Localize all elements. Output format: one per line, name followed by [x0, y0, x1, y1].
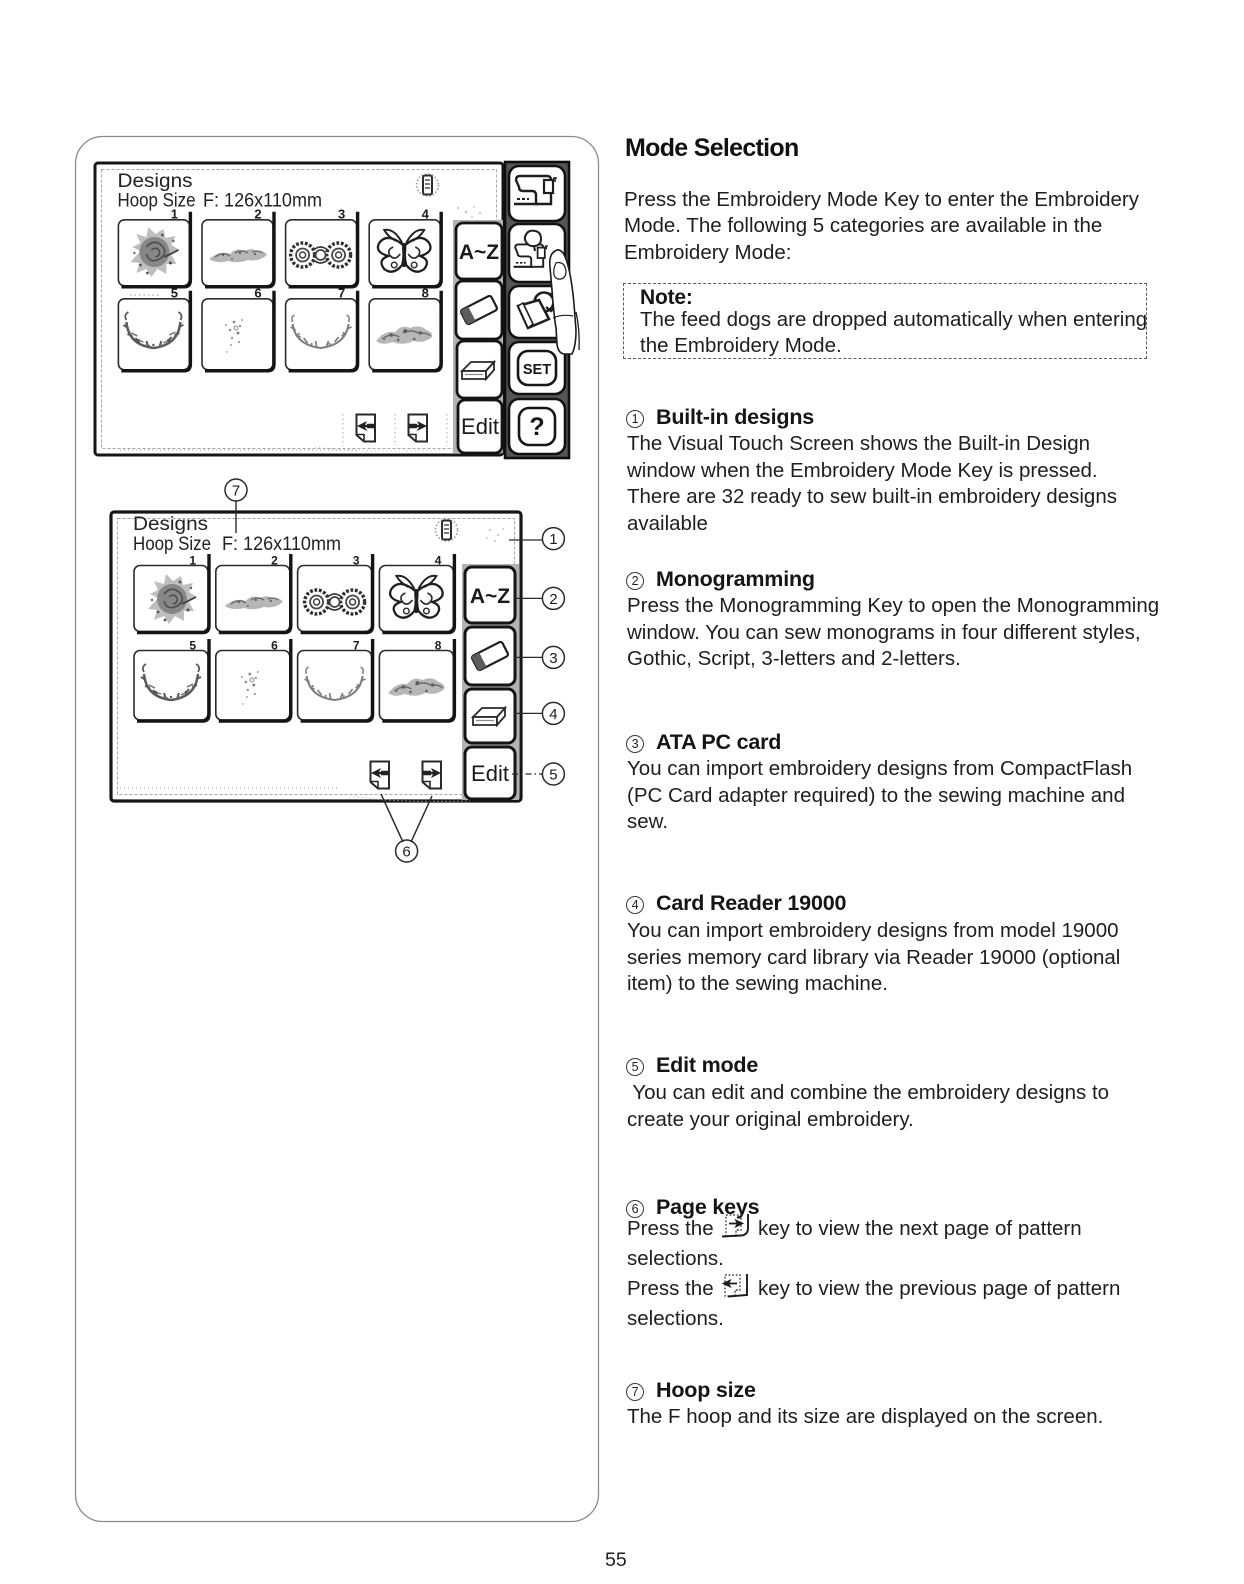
- svg-text:2: 2: [271, 554, 278, 568]
- svg-text:1: 1: [171, 206, 178, 221]
- svg-text:4: 4: [549, 706, 557, 723]
- svg-text:7: 7: [338, 285, 345, 300]
- svg-text:2: 2: [549, 591, 557, 608]
- svg-text:A~Z: A~Z: [470, 585, 510, 608]
- svg-text:Designs: Designs: [118, 170, 193, 192]
- svg-text:5: 5: [189, 639, 196, 653]
- svg-text:3: 3: [353, 554, 360, 568]
- svg-text:4: 4: [435, 554, 442, 568]
- svg-text:6: 6: [402, 843, 410, 860]
- svg-text:3: 3: [338, 206, 345, 221]
- svg-text:A~Z: A~Z: [459, 241, 499, 264]
- svg-text:4: 4: [422, 206, 430, 221]
- svg-text:6: 6: [271, 639, 278, 653]
- svg-text:Hoop Size: Hoop Size: [133, 533, 211, 555]
- svg-text:2: 2: [254, 206, 261, 221]
- svg-text:8: 8: [422, 285, 429, 300]
- svg-text:7: 7: [232, 483, 240, 500]
- svg-text:6: 6: [254, 285, 261, 300]
- svg-text:1: 1: [549, 531, 557, 548]
- svg-text:F: 126x110mm: F: 126x110mm: [222, 533, 341, 555]
- svg-text:F: 126x110mm: F: 126x110mm: [203, 190, 322, 212]
- svg-text:Edit: Edit: [471, 761, 509, 786]
- svg-text:1: 1: [189, 554, 196, 568]
- svg-text:Hoop Size: Hoop Size: [118, 190, 196, 212]
- svg-text:8: 8: [435, 639, 442, 653]
- svg-text:5: 5: [171, 285, 178, 300]
- svg-text:?: ?: [529, 413, 544, 441]
- svg-text:Edit: Edit: [461, 414, 499, 439]
- svg-text:3: 3: [549, 650, 557, 667]
- svg-text:SET: SET: [523, 362, 551, 378]
- svg-text:5: 5: [549, 766, 557, 783]
- svg-text:Designs: Designs: [133, 513, 208, 535]
- svg-text:7: 7: [353, 639, 360, 653]
